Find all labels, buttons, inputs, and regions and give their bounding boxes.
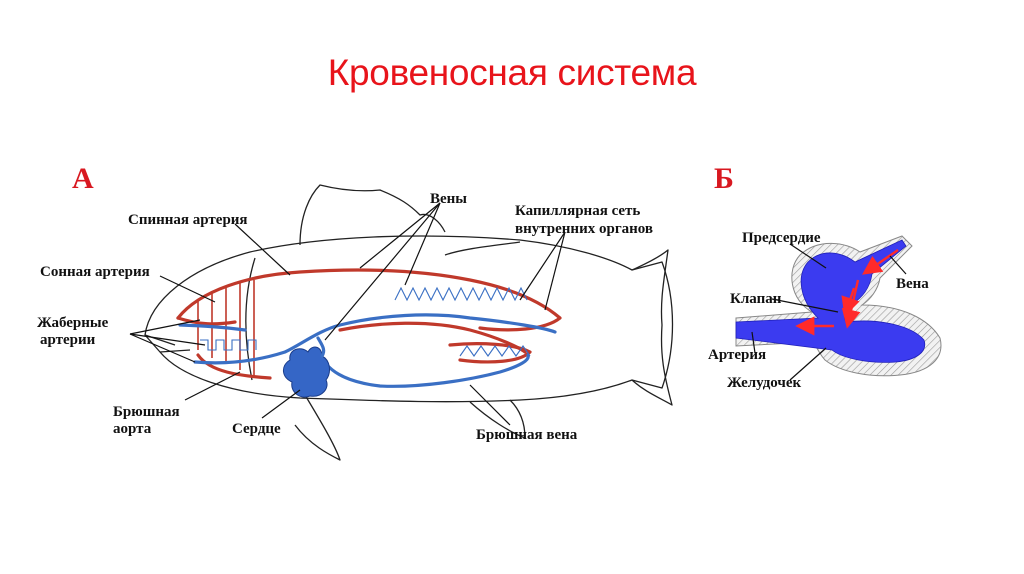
cardinal-vein	[193, 313, 557, 365]
label-carotid-artery: Сонная артерия	[40, 264, 150, 280]
pelvic-fin	[294, 394, 341, 461]
leader-lines-b	[751, 243, 907, 381]
panel-a-letter: А	[72, 162, 94, 195]
panel-b-letter: Б	[714, 162, 734, 195]
capillary-net-lower	[459, 345, 531, 357]
label-ventral-vein: Брюшная вена	[476, 427, 578, 443]
dorsal-artery	[176, 268, 562, 332]
label-valve: Клапан	[730, 291, 782, 307]
label-artery: Артерия	[708, 347, 766, 363]
label-ventricle: Желудочек	[727, 375, 802, 391]
hepatic-vein	[318, 350, 530, 388]
carotid-artery	[176, 316, 237, 326]
fish-body-outline	[144, 235, 674, 403]
lower-artery-loop	[338, 321, 527, 354]
panel-a: А	[37, 162, 674, 461]
anal-fin	[469, 399, 526, 439]
label-gill-arteries-line2: артерии	[40, 332, 96, 348]
label-dorsal-artery: Спинная артерия	[128, 212, 248, 228]
flow-arrows	[795, 249, 899, 336]
second-dorsal-fin	[444, 241, 521, 256]
capillary-net-upper	[394, 286, 528, 302]
page-title: Кровеносная система	[327, 52, 697, 93]
label-capillary-line2: внутренних органов	[515, 221, 653, 237]
dorsal-fin	[299, 184, 446, 246]
label-heart: Сердце	[232, 421, 281, 437]
label-vein: Вена	[896, 276, 929, 292]
label-capillary-line1: Капиллярная сеть	[515, 203, 640, 219]
label-ventral-aorta-line2: аорта	[113, 421, 152, 437]
label-atrium: Предсердие	[742, 230, 821, 246]
intestine-artery	[448, 342, 532, 364]
leader-lines-a	[129, 202, 566, 426]
tail-fin	[631, 249, 673, 406]
label-ventral-aorta-line1: Брюшная	[113, 404, 180, 420]
capillary-net-gills	[200, 339, 257, 351]
fish-heart	[283, 346, 330, 398]
gill-vein	[178, 323, 247, 332]
label-veins: Вены	[430, 191, 467, 207]
gill-cover	[245, 257, 256, 381]
ventral-aorta	[196, 353, 272, 380]
heart-vein-link	[316, 336, 326, 358]
panel-b: Б Предсердие Вена Клапан Артерия Желудоч…	[708, 162, 942, 391]
label-gill-arteries-line1: Жаберные	[37, 315, 109, 331]
